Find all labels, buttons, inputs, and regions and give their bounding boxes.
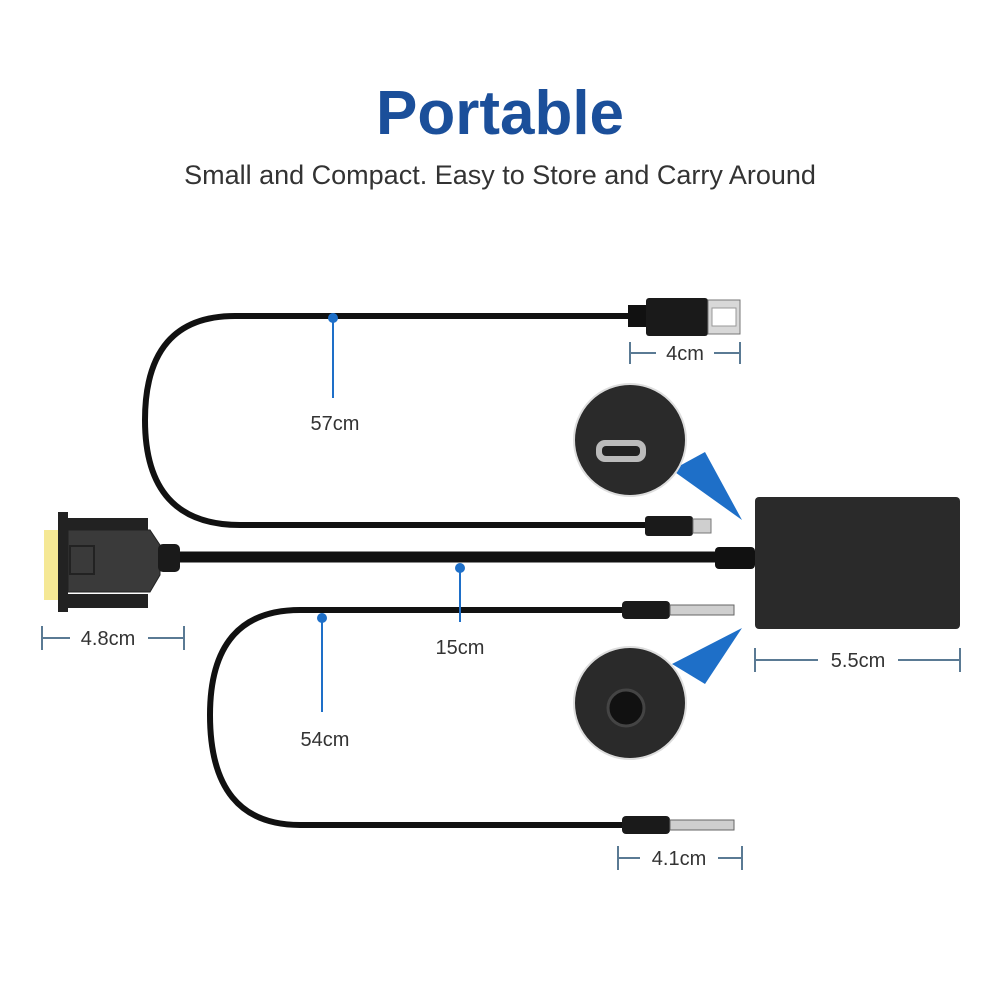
svg-text:15cm: 15cm (436, 637, 485, 659)
strain-relief (715, 547, 755, 569)
dimension-vga: 4.8cm (41, 626, 185, 650)
dimension-audio-plug: 4.1cm (617, 846, 743, 870)
svg-text:5.5cm: 5.5cm (831, 650, 885, 672)
vga-connector (44, 512, 180, 612)
page-title: Portable (375, 79, 625, 148)
audio-cable (206, 607, 630, 828)
svg-text:54cm: 54cm (301, 729, 350, 751)
audio-plug-bottom (622, 816, 735, 834)
marker-57cm: 57cm (311, 313, 360, 435)
svg-text:4cm: 4cm (666, 343, 704, 365)
micro-usb-plug (645, 516, 712, 536)
audio-plug-top (622, 601, 735, 619)
dimension-adapter: 5.5cm (754, 648, 961, 672)
page-subtitle: Small and Compact. Easy to Store and Car… (184, 160, 816, 190)
marker-15cm: 15cm (436, 563, 485, 659)
adapter-box (755, 497, 960, 629)
svg-text:57cm: 57cm (311, 413, 360, 435)
svg-text:4.1cm: 4.1cm (652, 848, 706, 870)
micro-usb-port-callout (573, 383, 742, 520)
dimension-hdmi-plug: 4cm (629, 342, 741, 365)
audio-jack-callout (573, 628, 742, 760)
marker-54cm: 54cm (301, 613, 350, 751)
hdmi-cable (141, 313, 648, 528)
svg-text:4.8cm: 4.8cm (81, 628, 135, 650)
hdmi-plug (628, 298, 741, 336)
